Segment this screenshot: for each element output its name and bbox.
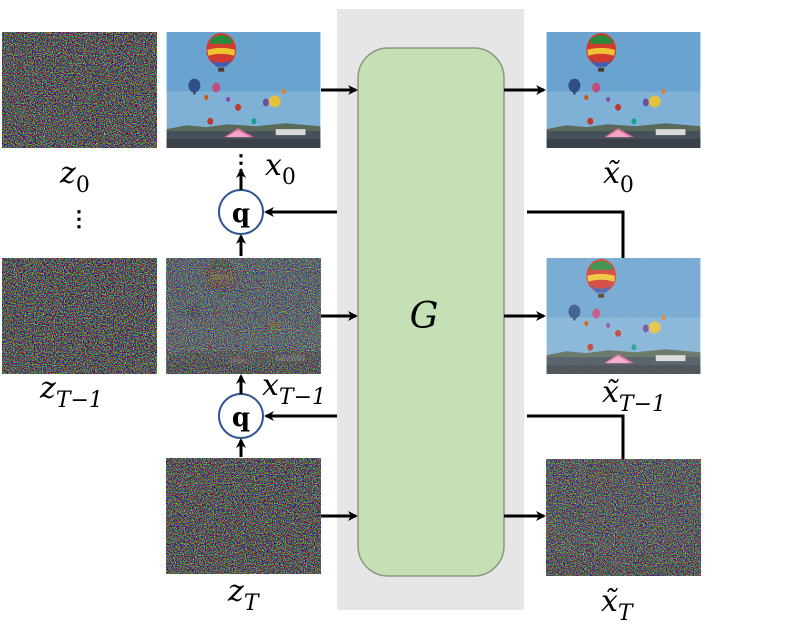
label-xtT1: x̃T−1 — [602, 375, 666, 417]
ellipsis-column1: ⋮ — [68, 206, 90, 232]
output-image-xtT — [546, 459, 701, 576]
feedback-line-xtT — [527, 414, 625, 459]
label-zT: zT — [227, 574, 261, 616]
output-image-xt0 — [546, 32, 701, 148]
quantizer-node-bottom: q — [218, 393, 264, 439]
label-xt0: x̃0 — [603, 156, 634, 198]
label-xtT: x̃T — [601, 584, 635, 626]
label-zT1: zT−1 — [39, 371, 103, 413]
generator-label: G — [410, 296, 439, 337]
noise-image-z0 — [2, 32, 157, 148]
generator-box — [357, 47, 505, 577]
noisy-image-xT1 — [166, 258, 321, 374]
quantizer-label-bottom: q — [232, 403, 250, 433]
quantizer-label-top: q — [232, 199, 250, 229]
quantizer-node-top: q — [218, 189, 264, 235]
feedback-line-xt0 — [527, 210, 625, 258]
label-xT1: xT−1 — [262, 368, 326, 410]
clean-image-x0 — [166, 32, 321, 148]
label-z0: z0 — [59, 156, 90, 198]
ellipsis-column2: ⋮ — [230, 150, 252, 176]
generator-block: G — [357, 47, 505, 577]
label-x0: x0 — [265, 148, 296, 190]
noise-image-zT1 — [2, 258, 157, 374]
noise-image-zT — [166, 458, 321, 574]
output-image-xtT1 — [546, 258, 701, 374]
